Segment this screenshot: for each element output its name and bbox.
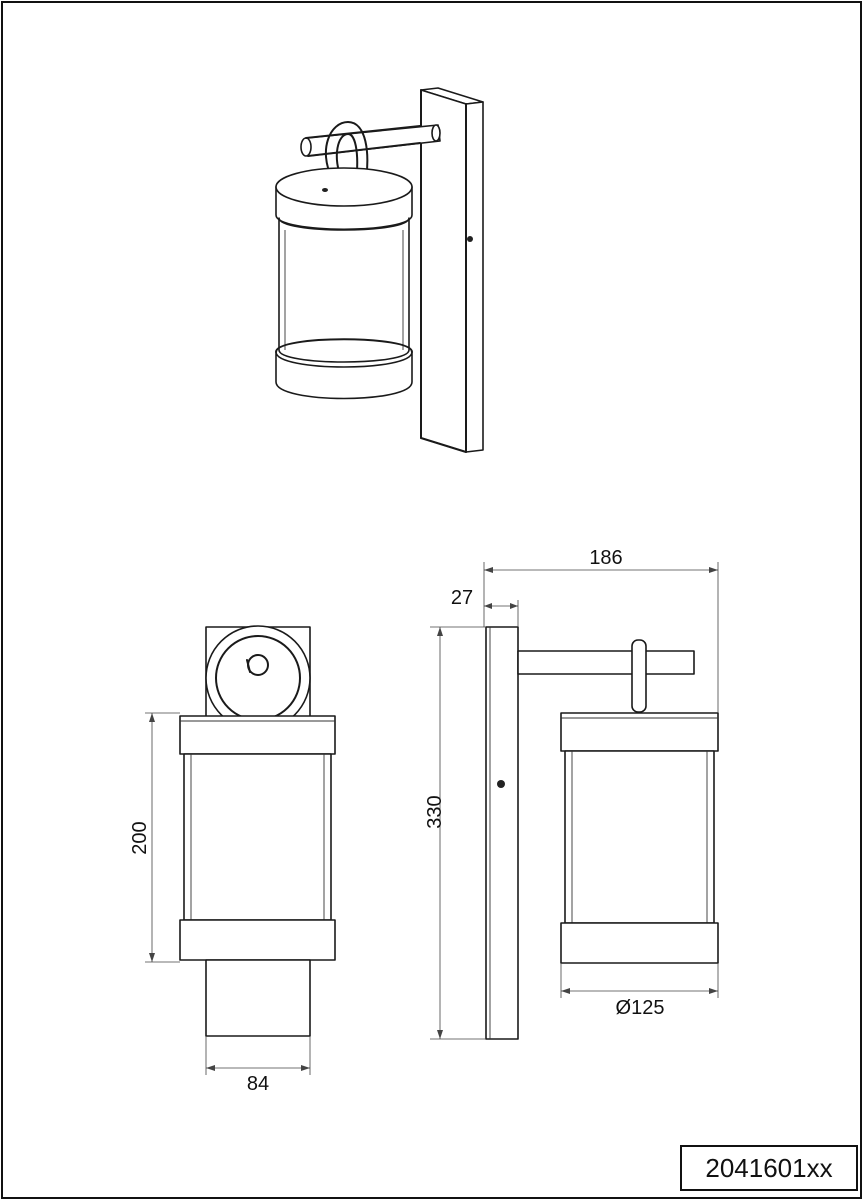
product-code-box: 2041601xx — [680, 1145, 858, 1191]
side-dimensions — [430, 562, 719, 1040]
product-code: 2041601xx — [705, 1152, 833, 1183]
dim-backplate-depth: 27 — [451, 587, 473, 609]
front-view — [179, 625, 336, 1037]
dim-total-height: 330 — [424, 795, 446, 828]
isometric-view — [275, 87, 484, 453]
screw-icon — [467, 236, 473, 242]
front-dimensions — [145, 712, 311, 1075]
dim-shade-height: 200 — [129, 821, 151, 854]
dim-shade-diameter: Ø125 — [616, 997, 665, 1019]
side-view — [485, 626, 719, 1040]
dim-total-depth: 186 — [589, 547, 622, 569]
dim-backplate-width: 84 — [247, 1073, 269, 1095]
